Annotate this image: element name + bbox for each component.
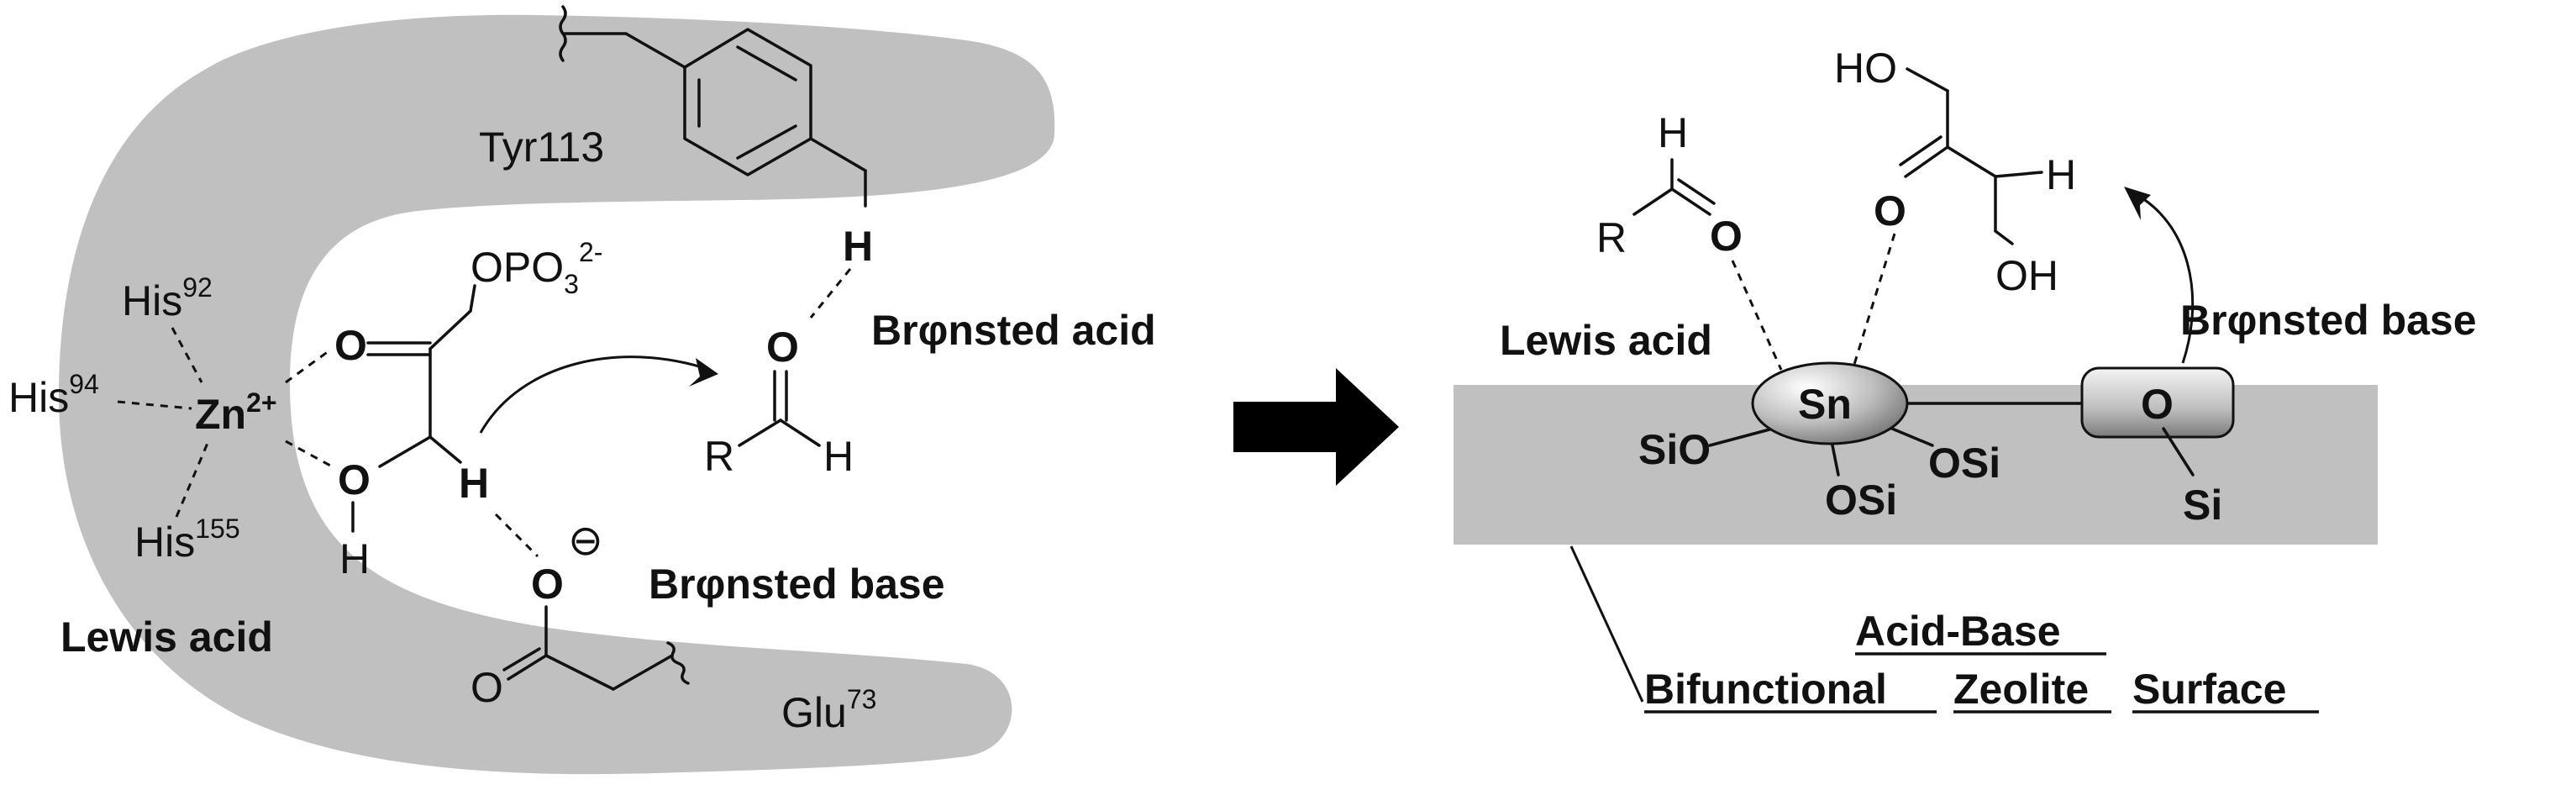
his92-label: His92 bbox=[122, 272, 213, 324]
right-ketone-o: O bbox=[1874, 187, 1906, 234]
right-oh-label: OH bbox=[1995, 252, 2058, 299]
his94-label: His94 bbox=[8, 369, 99, 421]
carboxylate-charge: ⊖ bbox=[568, 517, 603, 564]
right-bronsted-base-label: Brφnsted base bbox=[2180, 297, 2477, 344]
caption-bifunctional: Bifunctional bbox=[1644, 666, 1887, 713]
enzyme-pocket bbox=[59, 14, 1055, 775]
his94-zn-interaction bbox=[117, 400, 192, 410]
zinc-label: Zn2+ bbox=[195, 387, 277, 438]
tyr-aldehyde-hbond bbox=[809, 268, 852, 319]
aldehyde-r: R bbox=[704, 433, 734, 480]
transition-arrow bbox=[1233, 368, 1399, 486]
tin-site bbox=[1751, 361, 1909, 445]
sn-label: Sn bbox=[1798, 381, 1852, 428]
left-bronsted-base-label: Brφnsted base bbox=[649, 561, 945, 608]
dhap-hydroxyl-o: O bbox=[338, 456, 371, 503]
right-ho-label: HO bbox=[1834, 45, 1897, 92]
right-lewis-acid-label: Lewis acid bbox=[1500, 317, 1712, 364]
aldehyde-h: H bbox=[823, 433, 854, 480]
tyr-side-chain bbox=[559, 5, 867, 208]
caption-surface: Surface bbox=[2132, 666, 2286, 713]
aldehyde-sn-interaction bbox=[1731, 260, 1783, 371]
tyr113-label: Tyr113 bbox=[479, 124, 604, 171]
right-aldehyde-o: O bbox=[1710, 213, 1743, 260]
zn-ketone-interaction bbox=[285, 347, 333, 384]
right-aldehyde-h: H bbox=[1658, 109, 1688, 156]
tyr-h-label: H bbox=[843, 223, 873, 270]
surface-leader-line bbox=[1569, 545, 1644, 703]
aldehyde-o: O bbox=[766, 324, 799, 371]
glu73-label: Glu73 bbox=[781, 684, 876, 736]
base-arrowhead bbox=[2124, 187, 2151, 220]
ketone-sn-interaction bbox=[1851, 233, 1896, 371]
base-o-label: O bbox=[2141, 381, 2174, 428]
phosphate-label: OPO32- bbox=[471, 237, 602, 299]
zn-hydroxyl-interaction bbox=[285, 440, 333, 468]
sio-label: SiO bbox=[1638, 426, 1711, 473]
osi-right-label: OSi bbox=[1928, 440, 2000, 487]
base-si-label: Si bbox=[2183, 482, 2222, 529]
reaction-arrow-curve bbox=[479, 355, 711, 434]
caption-zeolite: Zeolite bbox=[1953, 666, 2089, 713]
base-arrow-curve bbox=[2133, 192, 2195, 364]
osi-bottom-label: OSi bbox=[1825, 477, 1897, 524]
dhap-hydroxyl-h: H bbox=[339, 535, 370, 582]
base-oxygen-site bbox=[2080, 366, 2235, 439]
left-bronsted-acid-label: Brφnsted acid bbox=[871, 307, 1156, 354]
caption-acid-base: Acid-Base bbox=[1855, 608, 2061, 655]
reaction-arrowhead bbox=[689, 358, 718, 387]
zeolite-surface bbox=[1454, 385, 2378, 545]
his92-zn-interaction bbox=[171, 327, 203, 383]
his155-label: His155 bbox=[134, 513, 240, 566]
carboxylate-o: O bbox=[531, 561, 564, 608]
glu-h-interaction bbox=[494, 513, 539, 558]
right-transfer-h: H bbox=[2046, 151, 2076, 198]
carbonyl-o: O bbox=[471, 664, 503, 711]
dhap-transfer-h: H bbox=[459, 460, 489, 507]
right-aldehyde-r: R bbox=[1596, 214, 1627, 261]
dhap-ketone-o: O bbox=[334, 322, 367, 369]
left-lewis-acid-label: Lewis acid bbox=[60, 614, 273, 661]
